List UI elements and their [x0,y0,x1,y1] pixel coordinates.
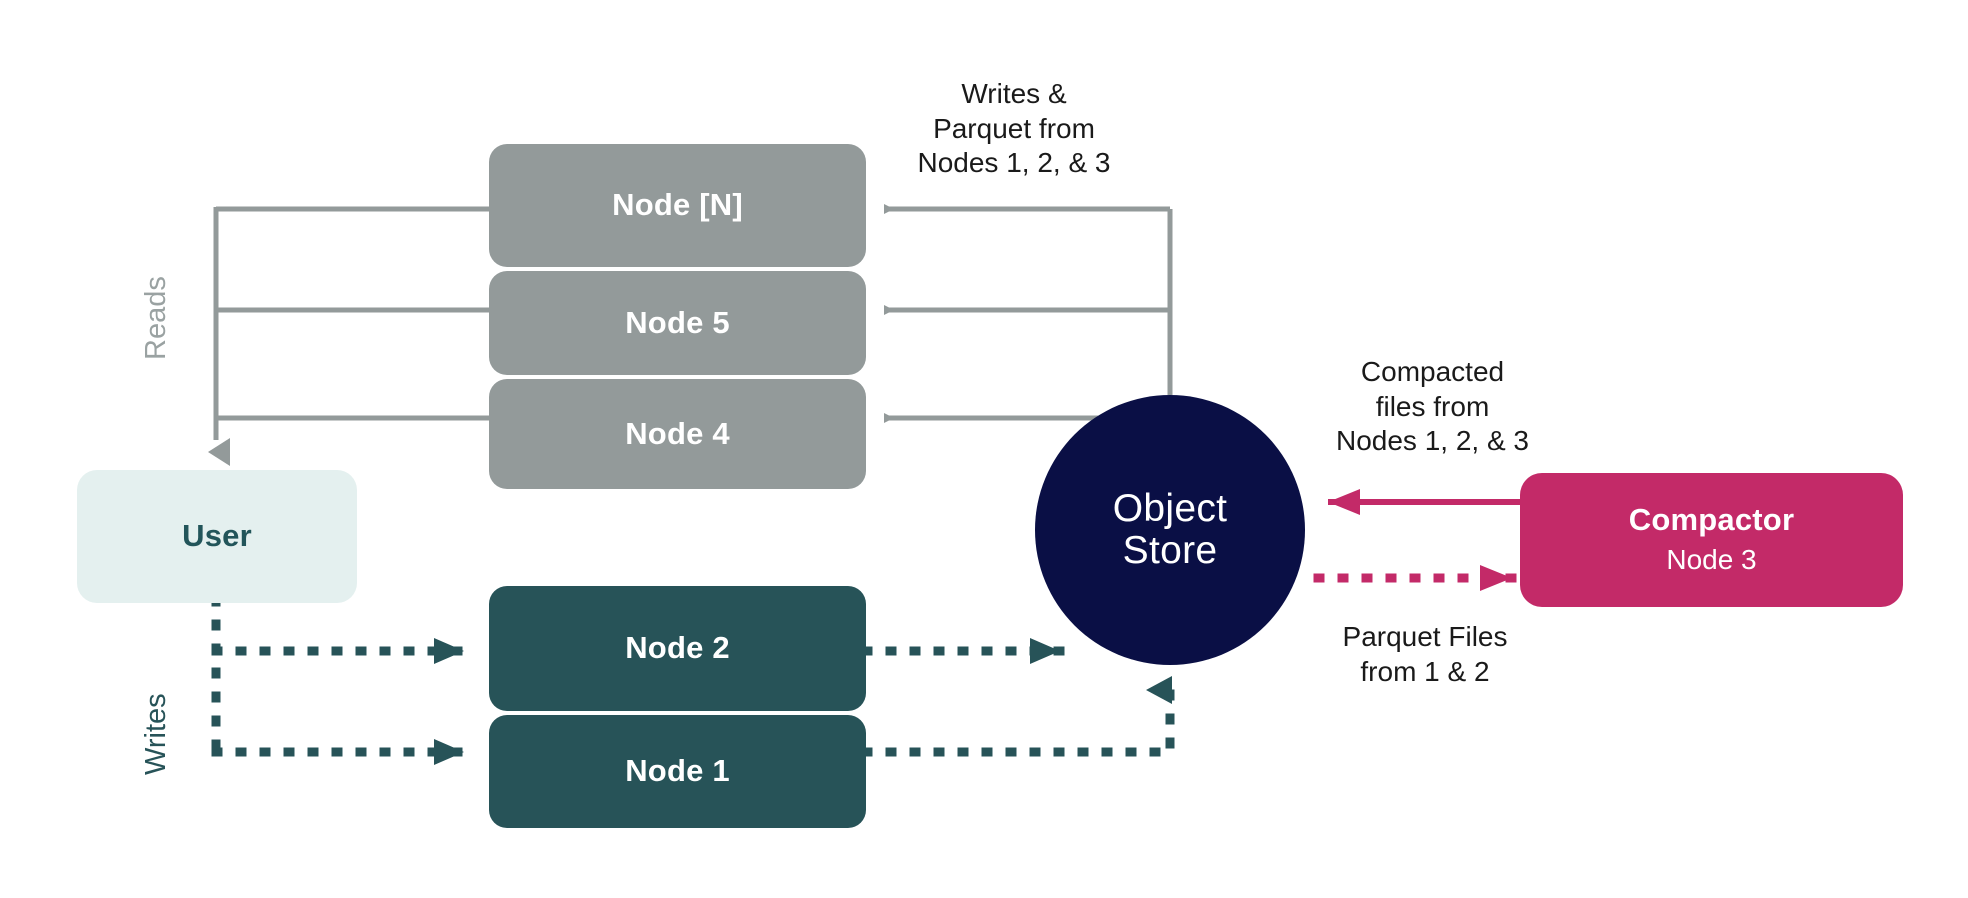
query-node-label-2: Node 4 [625,415,730,451]
writes-parquet-label: Writes & Parquet from Nodes 1, 2, & 3 [917,78,1111,179]
user-box[interactable]: User [77,470,357,603]
ingest-node-box-0[interactable]: Node 2 [489,586,866,711]
compactor-connector-group [1313,489,1520,591]
query-node-box-1[interactable]: Node 5 [489,271,866,375]
ingest-node-box-1[interactable]: Node 1 [489,715,866,828]
object-store-circle[interactable]: Object Store [1035,395,1305,665]
writes-axis-label: Writes [140,693,172,775]
node-1-to-store-path [861,676,1175,757]
writes-connector-group [211,595,469,769]
query-node-label-0: Node [N] [612,187,743,223]
ingest-node-label-1: Node 1 [625,753,730,789]
object-store-line-2: Store [1122,529,1218,572]
compactor-label: Compactor [1628,502,1795,538]
compactor-sublabel: Node 3 [1666,543,1757,575]
query-node-box-2[interactable]: Node 4 [489,379,866,489]
reads-axis-label: Reads [140,276,172,360]
compactor-box[interactable]: Compactor Node 3 [1520,473,1903,607]
reads-connector-group [208,206,489,466]
store-to-query-connector-group [884,204,1173,423]
ingest-to-store-connector-group [861,638,1175,757]
query-node-label-1: Node 5 [625,304,730,340]
parquet-files-label: Parquet Files from 1 & 2 [1342,621,1508,687]
ingest-node-label-0: Node 2 [625,630,730,666]
object-store-line-1: Object [1112,486,1228,530]
query-node-box-0[interactable]: Node [N] [489,144,866,267]
compacted-files-label: Compacted files from Nodes 1, 2, & 3 [1335,356,1529,457]
user-label: User [182,518,252,554]
